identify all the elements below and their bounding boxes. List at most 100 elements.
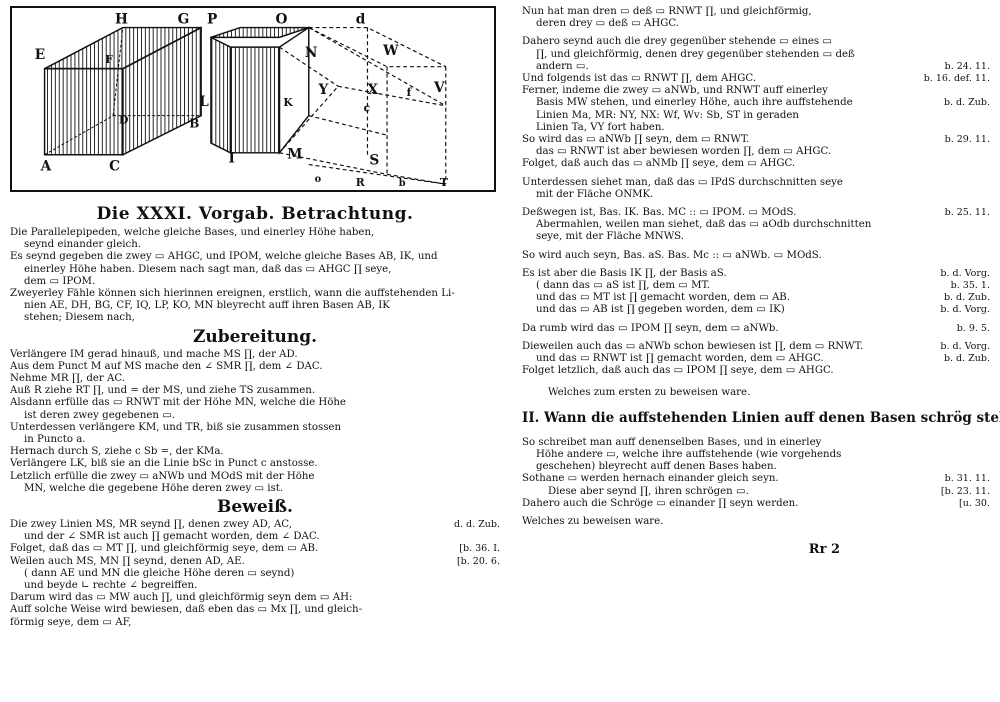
- label-W: W: [382, 43, 399, 59]
- text-line: Nun hat man dren ▭ deß ▭ RNWT ∏, und gle…: [522, 6, 990, 18]
- text-line: Es ist aber die Basis IK ∏, der Basis aS…: [522, 268, 990, 280]
- geometric-figure: H G P O d E F N W Y X f V D B L K c A C …: [10, 6, 496, 192]
- proposition-title: Die XXXI. Vorgab. Betrachtung.: [96, 204, 414, 224]
- label-B: B: [189, 116, 199, 130]
- label-c: c: [364, 102, 371, 115]
- reference-note: b. 25. 11.: [944, 207, 990, 219]
- text-line: nien AE, DH, BG, CF, IQ, LP, KO, MN bley…: [10, 300, 500, 312]
- text-line: Auff solche Weise wird bewiesen, daß ebe…: [10, 604, 500, 616]
- text-line: Folget, daß auch das ▭ aNMb ∏ seye, dem …: [522, 158, 990, 170]
- line-text: Verlängere LK, biß sie an die Linie bSc …: [10, 458, 318, 470]
- text-line: So wird auch seyn, Bas. aS. Bas. Mc :: ▭…: [522, 250, 990, 262]
- text-line: Da rumb wird das ▭ IPOM ∏ seyn, dem ▭ aN…: [522, 323, 990, 335]
- construction-lines: [278, 26, 447, 185]
- text-line: ( dann das ▭ aS ist ∏, dem ▭ MT.b. 35. 1…: [522, 280, 990, 292]
- line-text: So schreibet man auff denenselben Bases,…: [522, 436, 822, 448]
- line-text: Alsdann erfülle das ▭ RNWT mit der Höhe …: [10, 397, 346, 409]
- line-text: Auß R ziehe RT ∏, und = der MS, und zieh…: [10, 385, 316, 397]
- line-text: dem ▭ IPOM.: [24, 275, 96, 287]
- text-line: seye, mit der Fläche MNWS.: [522, 231, 990, 243]
- line-text: Dahero seynd auch die drey gegenüber ste…: [522, 36, 833, 48]
- reference-note: d. d. Zub.: [453, 519, 500, 531]
- line-text: Diese aber seynd ∏, ihren schrögen ▭.: [548, 485, 749, 497]
- text-line: Verlängere IM gerad hinauß, und mache MS…: [10, 349, 500, 361]
- line-text: Dahero auch die Schröge ▭ einander ∏ sey…: [522, 497, 799, 509]
- section-ii-heading: II. Wann die auffstehenden Linien auff d…: [522, 409, 1000, 426]
- line-text: Darum wird das ▭ MW auch ∏, und gleichfö…: [10, 592, 353, 604]
- reference-note: b. 16. def. 11.: [923, 73, 990, 85]
- reference-note: b. 29. 11.: [944, 134, 990, 146]
- line-text: Es seynd gegeben die zwey ▭ AHGC, und IP…: [10, 251, 438, 263]
- text-line: Hernach durch S, ziehe c Sb =, der KMa.: [10, 446, 500, 458]
- text-line: seynd einander gleich.: [10, 239, 500, 251]
- line-text: Folget letzlich, daß auch das ▭ IPOM ∏ s…: [522, 365, 834, 377]
- proof-continuation: Nun hat man dren ▭ deß ▭ RNWT ∏, und gle…: [522, 6, 990, 400]
- text-line: einerley Höhe haben. Diesem nach sagt ma…: [10, 264, 500, 276]
- label-o: o: [315, 174, 322, 185]
- line-text: nien AE, DH, BG, CF, IQ, LP, KO, MN bley…: [24, 300, 390, 312]
- label-N: N: [305, 45, 318, 61]
- text-line: Die Parallelepipeden, welche gleiche Bas…: [10, 227, 500, 239]
- text-line: Welches zum ersten zu beweisen ware.: [522, 387, 990, 399]
- line-text: Unterdessen verlängere KM, und TR, biß s…: [10, 421, 342, 433]
- line-text: Die Parallelepipeden, welche gleiche Bas…: [10, 227, 375, 238]
- line-text: und das ▭ RNWT ist ∏ gemacht worden, dem…: [536, 353, 824, 365]
- text-line: Basis MW stehen, und einerley Höhe, auch…: [522, 97, 990, 109]
- text-line: Alsdann erfülle das ▭ RNWT mit der Höhe …: [10, 397, 500, 409]
- line-text: geschehen) bleyrecht auff denen Bases ha…: [536, 461, 777, 473]
- label-G: G: [178, 12, 190, 28]
- text-line: und das ▭ RNWT ist ∏ gemacht worden, dem…: [522, 353, 990, 365]
- reference-note: b. 9. 5.: [956, 322, 990, 334]
- text-line: ∏, und gleichförmig, denen drey gegenübe…: [522, 49, 990, 61]
- text-line: Höhe andere ▭, welche ihre auffstehende …: [522, 449, 990, 461]
- text-line: und beyde ∟ rechte ∠ begreiffen.: [10, 580, 500, 592]
- label-E: E: [35, 47, 45, 63]
- line-text: das ▭ RNWT ist aber bewiesen worden ∏, d…: [536, 146, 832, 158]
- text-line: Die zwey Linien MS, MR seynd ∏, denen zw…: [10, 519, 500, 531]
- line-text: in Puncto a.: [24, 434, 86, 446]
- line-text: mit der Fläche ONMK.: [536, 188, 654, 200]
- line-text: ( dann AE und MN die gleiche Höhe deren …: [24, 567, 295, 579]
- label-M: M: [287, 147, 302, 163]
- reference-note: b. d. Zub.: [943, 353, 990, 365]
- line-text: Höhe andere ▭, welche ihre auffstehende …: [536, 448, 842, 460]
- text-line: Sothane ▭ werden hernach einander gleich…: [522, 473, 990, 485]
- label-D: D: [119, 113, 128, 126]
- label-R: R: [356, 176, 365, 189]
- line-text: Folget, daß auch das ▭ aNMb ∏ seye, dem …: [522, 158, 796, 170]
- line-text: MN, welche die gegebene Höhe deren zwey …: [24, 482, 284, 494]
- spacer: [522, 377, 990, 387]
- line-text: ∏, und gleichförmig, denen drey gegenübe…: [536, 48, 855, 60]
- text-line: Linien Ma, MR: NY, NX: Wf, Wv: Sb, ST in…: [522, 110, 990, 122]
- label-f: f: [407, 86, 413, 99]
- reference-note: b. d. Zub.: [943, 292, 990, 304]
- left-parallelepiped: [43, 26, 202, 156]
- label-T: T: [440, 176, 448, 189]
- line-text: Basis MW stehen, und einerley Höhe, auch…: [536, 97, 853, 109]
- text-line: Aus dem Punct M auf MS mache den ∠ SMR ∏…: [10, 361, 500, 373]
- text-line: Zweyerley Fähle können sich hierinnen er…: [10, 288, 500, 300]
- text-line: Auß R ziehe RT ∏, und = der MS, und zieh…: [10, 385, 500, 397]
- reference-note: b. d. Zub.: [943, 97, 990, 109]
- middle-parallelepiped: [210, 26, 310, 155]
- text-line: Letzlich erfülle die zwey ▭ aNWb und MOd…: [10, 471, 500, 483]
- line-text: Es ist aber die Basis IK ∏, der Basis aS…: [522, 267, 727, 279]
- line-text: So wird auch seyn, Bas. aS. Bas. Mc :: ▭…: [522, 249, 822, 261]
- reference-note: [b. 36. I.: [459, 543, 500, 555]
- label-P: P: [207, 12, 217, 28]
- line-text: seye, mit der Fläche MNWS.: [536, 231, 685, 243]
- label-b: b: [399, 178, 406, 189]
- text-line: deren drey ▭ deß ▭ AHGC.: [522, 18, 990, 30]
- reference-note: b. d. Vorg.: [940, 267, 990, 279]
- line-text: Und folgends ist das ▭ RNWT ∏, dem AHGC.: [522, 73, 757, 85]
- line-text: und das ▭ AB ist ∏ gegeben worden, dem ▭…: [536, 304, 785, 316]
- line-text: Die zwey Linien MS, MR seynd ∏, denen zw…: [10, 519, 292, 531]
- label-L: L: [199, 94, 209, 110]
- text-line: Es seynd gegeben die zwey ▭ AHGC, und IP…: [10, 251, 500, 263]
- line-text: Auff solche Weise wird bewiesen, daß ebe…: [10, 604, 363, 616]
- label-I: I: [229, 151, 235, 167]
- page-number: Rr 2: [808, 542, 840, 558]
- left-column: Die XXXI. Vorgab. Betrachtung. Die Paral…: [10, 200, 500, 629]
- line-text: und der ∠ SMR ist auch ∏ gemacht worden,…: [24, 531, 320, 543]
- line-text: und beyde ∟ rechte ∠ begreiffen.: [24, 580, 198, 592]
